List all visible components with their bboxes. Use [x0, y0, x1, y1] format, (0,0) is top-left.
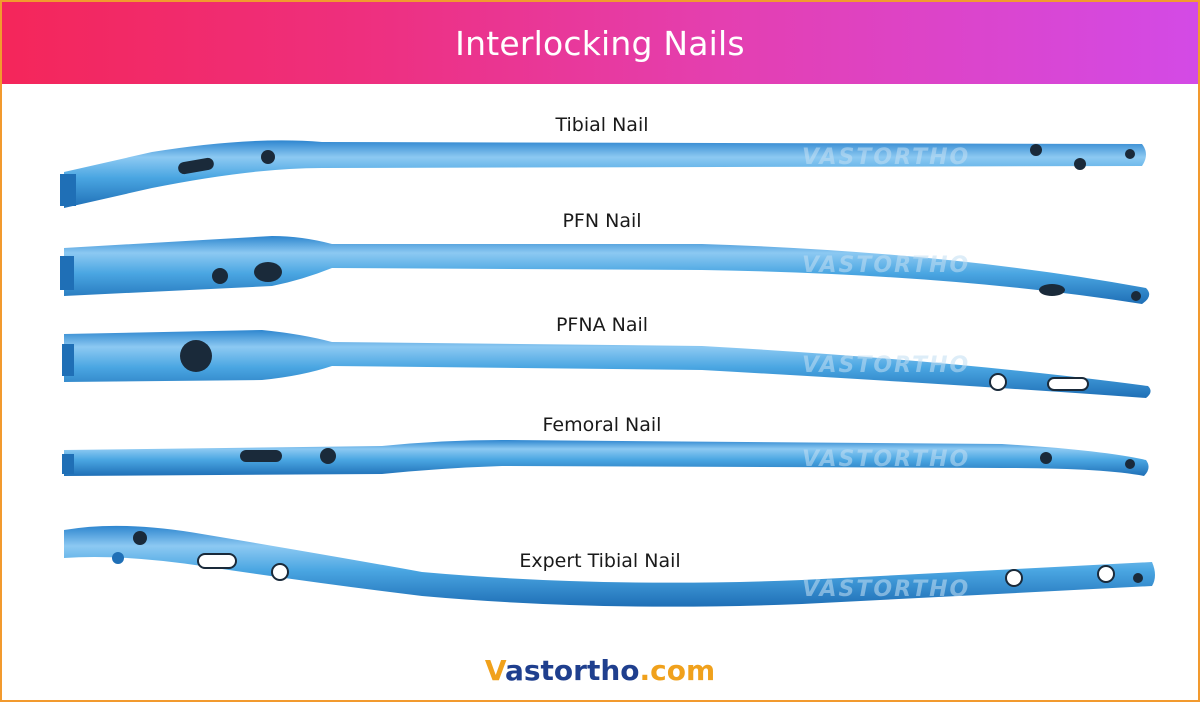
- nails-panel: VASTORTHO VASTORTHO VASTORTHO: [2, 84, 1198, 644]
- label-femoral-nail: Femoral Nail: [542, 414, 662, 436]
- pfna-nail: VASTORTHO: [62, 330, 1151, 398]
- label-pfn-nail: PFN Nail: [562, 210, 642, 232]
- watermark-text: VASTORTHO: [802, 577, 970, 602]
- watermark-text: VASTORTHO: [802, 353, 970, 378]
- vastortho-logo: Vastortho.com: [2, 654, 1198, 687]
- femoral-nail: VASTORTHO: [62, 440, 1149, 476]
- nails-illustration: VASTORTHO VASTORTHO VASTORTHO: [60, 140, 1155, 607]
- watermark-text: VASTORTHO: [802, 145, 970, 170]
- label-pfna-nail: PFNA Nail: [555, 314, 649, 336]
- label-tibial-nail: Tibial Nail: [555, 114, 649, 136]
- expert-tibial-nail: VASTORTHO: [64, 525, 1155, 607]
- tibial-nail: VASTORTHO: [60, 140, 1146, 208]
- logo-text: astortho: [504, 654, 640, 687]
- pfn-nail: VASTORTHO: [60, 236, 1150, 304]
- label-expert-tibial-nail: Expert Tibial Nail: [519, 550, 681, 572]
- watermark-text: VASTORTHO: [802, 253, 970, 278]
- page-title: Interlocking Nails: [455, 23, 745, 63]
- logo-v: V: [484, 654, 505, 687]
- logo-domain: .com: [639, 654, 716, 687]
- header-banner: Interlocking Nails: [2, 2, 1198, 84]
- watermark-text: VASTORTHO: [802, 447, 970, 472]
